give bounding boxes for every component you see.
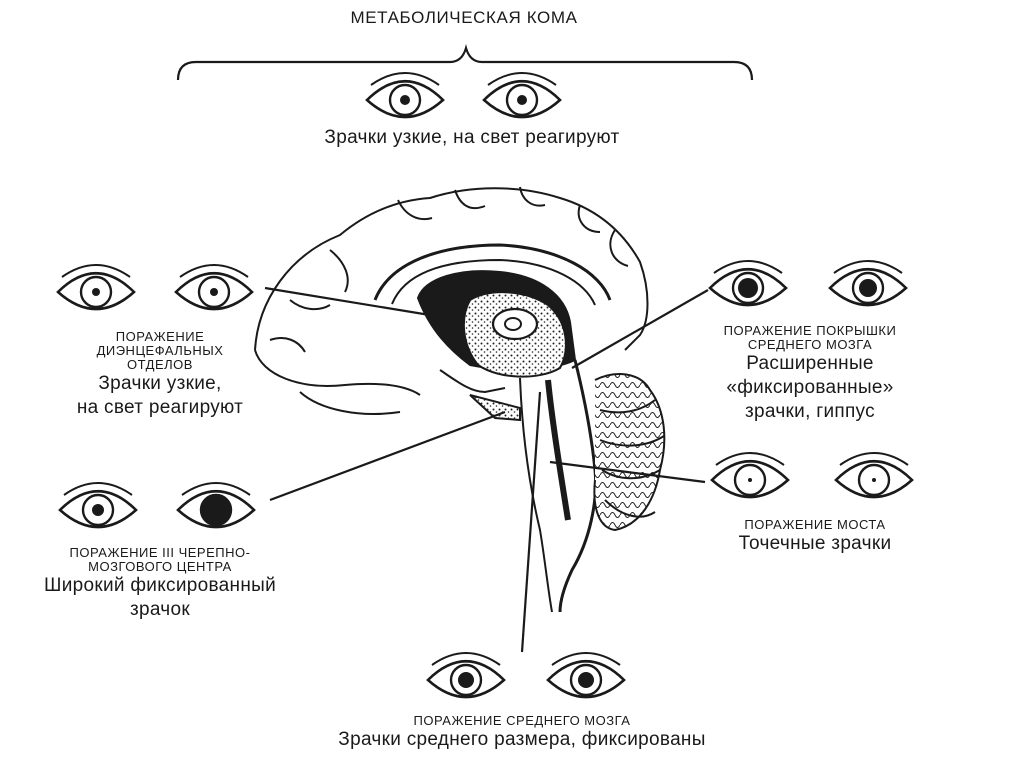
metabolic-description: Зрачки узкие, на свет реагируют xyxy=(324,127,620,148)
third-nerve-eye-right-icon xyxy=(176,482,256,529)
pointer-lines xyxy=(264,286,709,653)
diagram-title: МЕТАБОЛИЧЕСКАЯ КОМА xyxy=(350,8,578,27)
pointer-diencephalic xyxy=(264,286,449,320)
midbrain-caption: ПОРАЖЕНИЕ СРЕДНЕГО МОЗГА xyxy=(413,713,631,728)
tectum-caption-1: ПОРАЖЕНИЕ ПОКРЫШКИ xyxy=(723,323,897,338)
pointer-third-nerve xyxy=(269,410,506,502)
diencephalic-label: ПОРАЖЕНИЕ ДИЭНЦЕФАЛЬНЫХ ОТДЕЛОВ Зрачки у… xyxy=(40,330,280,420)
pons-description: Точечные зрачки xyxy=(738,533,892,554)
diencephalic-eye-right-icon xyxy=(174,264,254,311)
pons-eye-right-icon xyxy=(834,452,914,499)
pons-label: ПОРАЖЕНИЕ МОСТА Точечные зрачки xyxy=(700,518,930,556)
tectum-description-1: Расширенные xyxy=(746,353,874,374)
diencephalic-caption-2: ДИЭНЦЕФАЛЬНЫХ xyxy=(96,343,224,358)
third-nerve-eye-left-icon xyxy=(58,482,138,529)
pointer-tectum xyxy=(571,289,709,369)
midbrain-label: ПОРАЖЕНИЕ СРЕДНЕГО МОЗГА Зрачки среднего… xyxy=(272,714,772,752)
diencephalic-description-2: на свет реагируют xyxy=(76,397,244,418)
metabolic-eye-left-icon xyxy=(365,72,445,119)
diencephalic-caption-3: ОТДЕЛОВ xyxy=(127,357,193,372)
midbrain-description: Зрачки среднего размера, фиксированы xyxy=(338,729,706,750)
title-brace xyxy=(176,44,754,81)
brain-sagittal-section xyxy=(254,186,666,613)
third-nerve-caption-2: МОЗГОВОГО ЦЕНТРА xyxy=(88,559,232,574)
third-nerve-caption-1: ПОРАЖЕНИЕ III ЧЕРЕПНО- xyxy=(69,545,251,560)
pons-eye-left-icon xyxy=(710,452,790,499)
diencephalic-eye-left-icon xyxy=(56,264,136,311)
diencephalic-description-1: Зрачки узкие, xyxy=(98,373,222,394)
tectum-description-3: зрачки, гиппус xyxy=(745,401,875,422)
pons-caption: ПОРАЖЕНИЕ МОСТА xyxy=(744,517,886,532)
tectum-description-2: «фиксированные» xyxy=(726,377,894,398)
pointer-pons xyxy=(549,460,706,484)
tectum-label: ПОРАЖЕНИЕ ПОКРЫШКИ СРЕДНЕГО МОЗГА Расшир… xyxy=(690,324,930,424)
third-nerve-label: ПОРАЖЕНИЕ III ЧЕРЕПНО- МОЗГОВОГО ЦЕНТРА … xyxy=(10,546,310,622)
midbrain-eye-right-icon xyxy=(546,652,626,699)
diencephalic-caption-1: ПОРАЖЕНИЕ xyxy=(115,329,205,344)
metabolic-eye-right-icon xyxy=(482,72,562,119)
midbrain-eye-left-icon xyxy=(426,652,506,699)
third-nerve-description-1: Широкий фиксированный xyxy=(44,575,276,596)
pointer-midbrain xyxy=(520,391,542,653)
tectum-caption-2: СРЕДНЕГО МОЗГА xyxy=(747,337,873,352)
third-nerve-description-2: зрачок xyxy=(129,599,190,620)
tectum-eye-right-icon xyxy=(828,260,908,307)
tectum-eye-left-icon xyxy=(708,260,788,307)
